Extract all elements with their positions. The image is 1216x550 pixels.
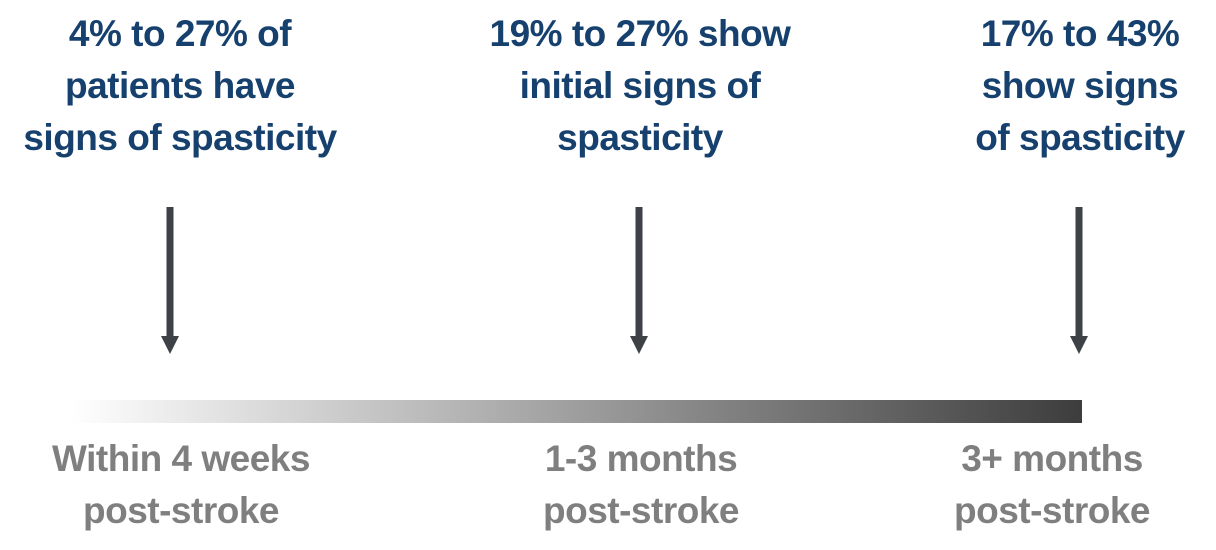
stat-text-within-4-weeks: 4% to 27% of patients have signs of spas… [23, 13, 337, 158]
period-label-within-4-weeks: Within 4 weeks post-stroke [52, 438, 310, 531]
period-label-3-plus-months: 3+ months post-stroke [954, 438, 1150, 531]
period-label-1-3-months: 1-3 months post-stroke [543, 438, 739, 531]
stat-text-1-3-months: 19% to 27% show initial signs of spastic… [489, 13, 791, 158]
down-arrow-icon [161, 207, 179, 354]
stat-text-3-plus-months: 17% to 43% show signs of spasticity [975, 13, 1185, 158]
down-arrow-icon [1070, 207, 1088, 354]
down-arrow-icon [630, 207, 648, 354]
timeline-gradient-bar [70, 400, 1082, 423]
